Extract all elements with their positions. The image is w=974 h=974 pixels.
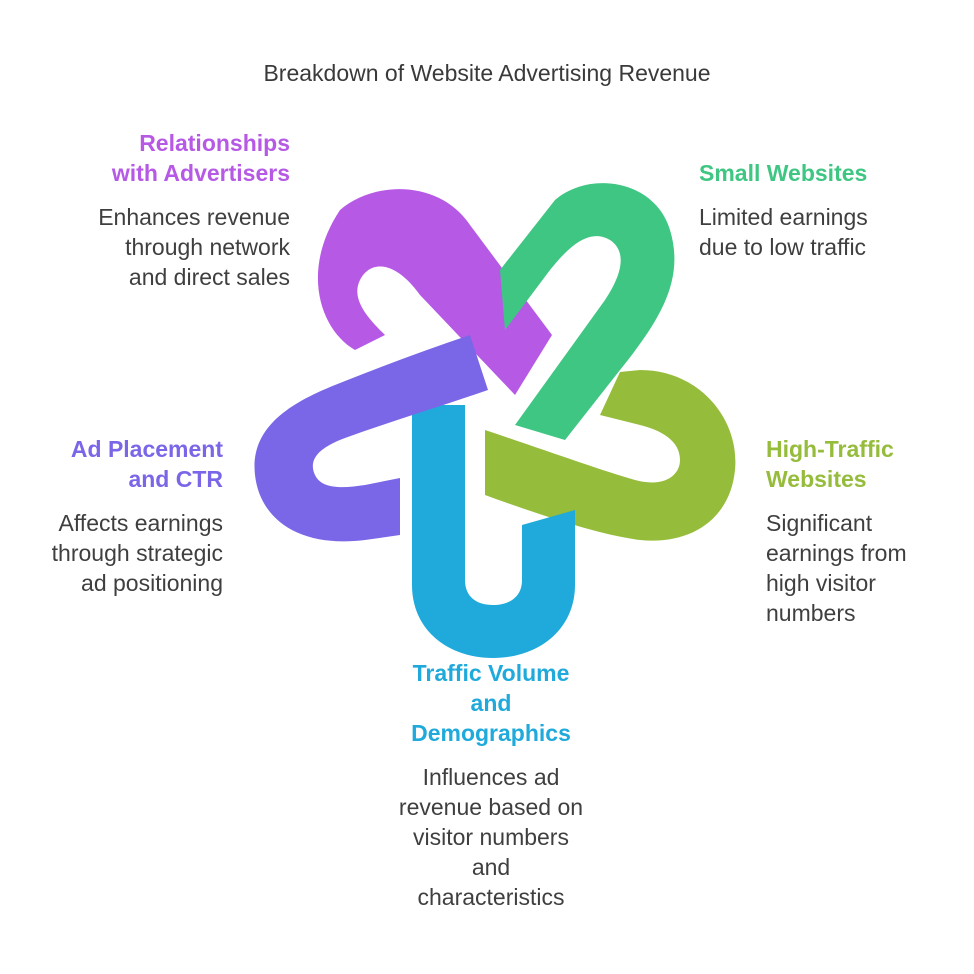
item-description: Significant earnings from high visitor n… <box>766 510 907 626</box>
item-small-websites: Small Websites Limited earnings due to l… <box>699 158 939 262</box>
item-description: Enhances revenue through network and dir… <box>98 204 290 290</box>
item-heading: High-Traffic Websites <box>766 436 894 492</box>
item-description: Limited earnings due to low traffic <box>699 204 868 260</box>
page-title: Breakdown of Website Advertising Revenue <box>263 60 711 86</box>
item-high-traffic: High-Traffic Websites Significant earnin… <box>766 434 966 628</box>
loop-traffic-volume <box>412 405 575 658</box>
item-heading: Traffic Volume and Demographics <box>411 660 571 746</box>
loop-high-traffic <box>485 370 736 541</box>
loop-ad-placement <box>254 335 488 542</box>
item-ad-placement: Ad Placement and CTR Affects earnings th… <box>0 434 223 598</box>
item-heading: Small Websites <box>699 160 868 186</box>
loop-small-websites <box>500 183 675 440</box>
item-heading: Relationships with Advertisers <box>111 130 290 186</box>
item-description: Influences ad revenue based on visitor n… <box>398 764 584 910</box>
item-description: Affects earnings through strategic ad po… <box>51 510 223 596</box>
loop-relationships <box>317 189 552 395</box>
item-traffic-volume: Traffic Volume and Demographics Influenc… <box>381 658 601 912</box>
item-heading: Ad Placement and CTR <box>70 436 223 492</box>
item-relationships: Relationships with Advertisers Enhances … <box>60 128 290 292</box>
